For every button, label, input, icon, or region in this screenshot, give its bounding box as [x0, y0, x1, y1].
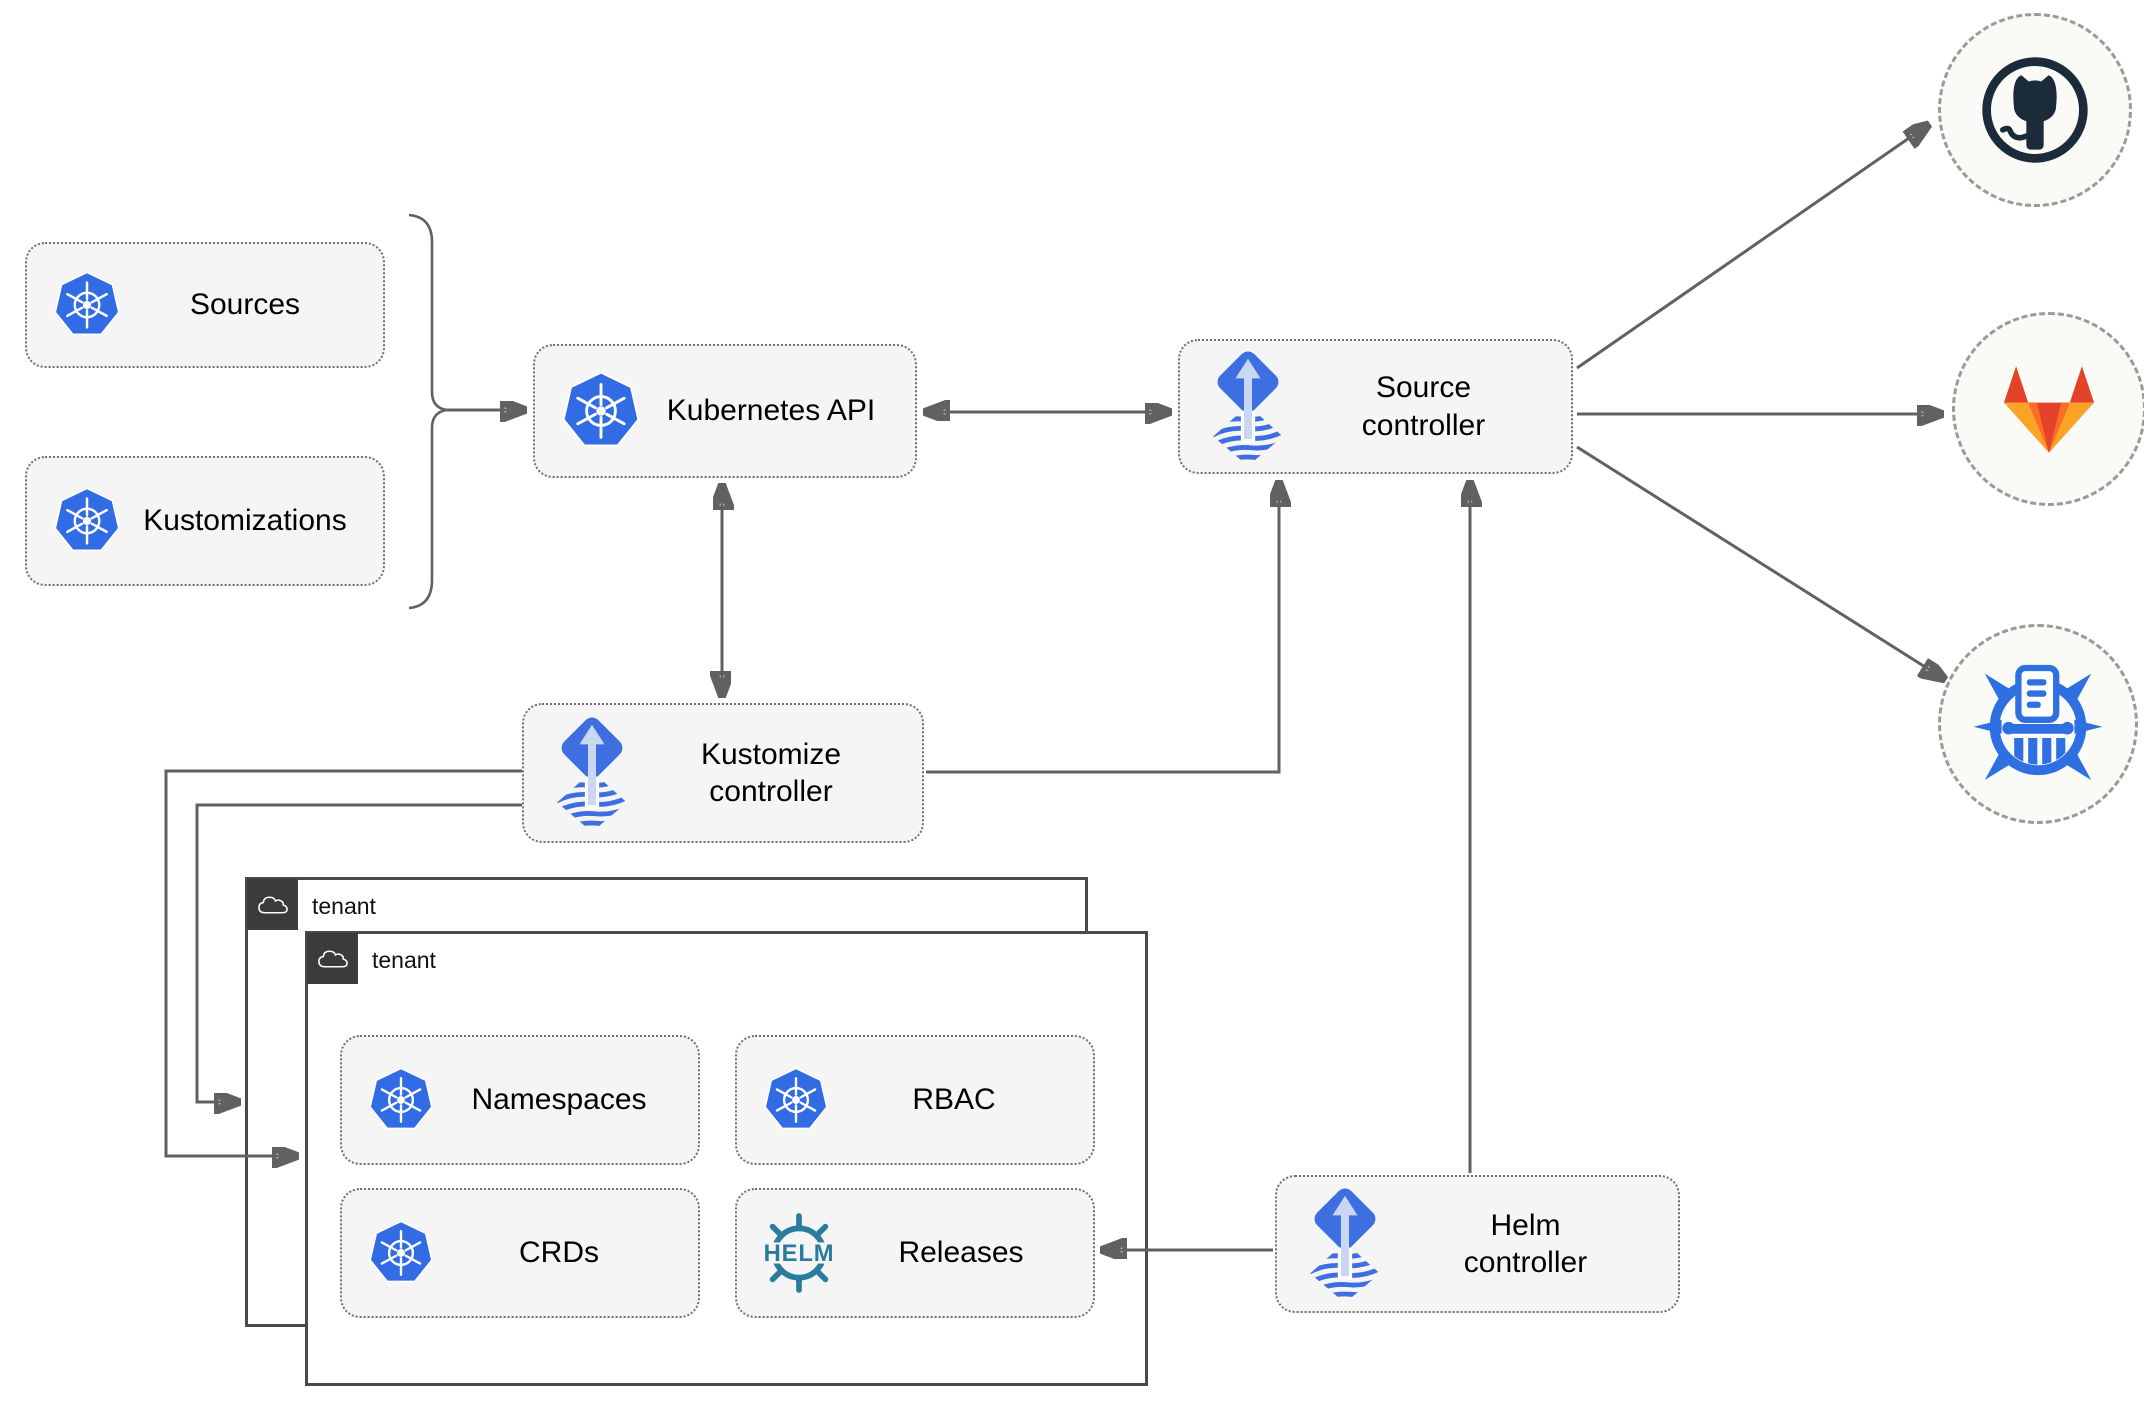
- kubernetes-icon: [561, 371, 641, 451]
- helm-controller-node: Helm controller: [1275, 1175, 1680, 1313]
- kubernetes-api-label: Kubernetes API: [666, 394, 876, 428]
- flux-icon: [1303, 1185, 1387, 1303]
- kustomize-controller-node: Kustomize controller: [522, 703, 924, 843]
- tenant-back-header: [247, 879, 298, 930]
- kubernetes-icon: [368, 1067, 434, 1133]
- gitlab-node: [1952, 312, 2144, 506]
- flux-icon: [550, 714, 634, 832]
- releases-node: HELM Releases: [735, 1188, 1095, 1318]
- connector-source-controller-to-github: [1576, 127, 1925, 370]
- sources-label: Sources: [189, 288, 301, 322]
- tenant-front-header: [307, 933, 358, 984]
- source-controller-node: Source controller: [1178, 339, 1573, 474]
- kubernetes-icon: [53, 487, 121, 555]
- namespaces-node: Namespaces: [340, 1035, 700, 1165]
- helm-controller-line2: controller: [1463, 1246, 1588, 1279]
- github-node: [1938, 13, 2132, 207]
- kubernetes-api-node: Kubernetes API: [533, 344, 917, 478]
- github-icon: [1973, 48, 2097, 172]
- kustomize-controller-label: Kustomize controller: [634, 736, 922, 811]
- kustomizations-label: Kustomizations: [143, 504, 347, 538]
- kubernetes-icon: [763, 1067, 829, 1133]
- sources-node: Sources: [25, 242, 385, 368]
- releases-label: Releases: [898, 1236, 1024, 1270]
- cloud-icon: [256, 892, 290, 918]
- connector-kustomize-controller-to-source-controller: [926, 486, 1279, 774]
- kustomize-controller-line1: Kustomize: [700, 737, 842, 771]
- helm-icon: HELM: [755, 1209, 843, 1297]
- crds-node: CRDs: [340, 1188, 700, 1318]
- helm-repository-node: [1938, 624, 2138, 824]
- helm-controller-label: Helm controller: [1387, 1207, 1678, 1282]
- tenant-back-label: tenant: [312, 893, 376, 919]
- flux-icon: [1206, 348, 1290, 466]
- helm-wordmark: HELM: [764, 1240, 835, 1267]
- rbac-node: RBAC: [735, 1035, 1095, 1165]
- rbac-label: RBAC: [912, 1083, 996, 1117]
- kustomizations-node: Kustomizations: [25, 456, 385, 586]
- tenant-front-label: tenant: [372, 947, 436, 973]
- connector-source-controller-to-helm-repository: [1576, 445, 1941, 677]
- connector-brace-sources-group: [408, 213, 448, 610]
- namespaces-label: Namespaces: [471, 1083, 647, 1117]
- cloud-icon: [316, 946, 350, 972]
- source-controller-line1: Source: [1375, 371, 1472, 404]
- kubernetes-icon: [368, 1220, 434, 1286]
- crds-label: CRDs: [519, 1236, 599, 1270]
- source-controller-line2: controller: [1361, 408, 1486, 442]
- chart-repository-icon: [1968, 654, 2108, 794]
- helm-controller-line1: Helm: [1490, 1208, 1561, 1242]
- source-controller-label: Source controller: [1290, 369, 1571, 444]
- kustomize-controller-line2: controller: [709, 775, 833, 808]
- kubernetes-icon: [53, 271, 121, 339]
- gitlab-icon: [1997, 361, 2101, 458]
